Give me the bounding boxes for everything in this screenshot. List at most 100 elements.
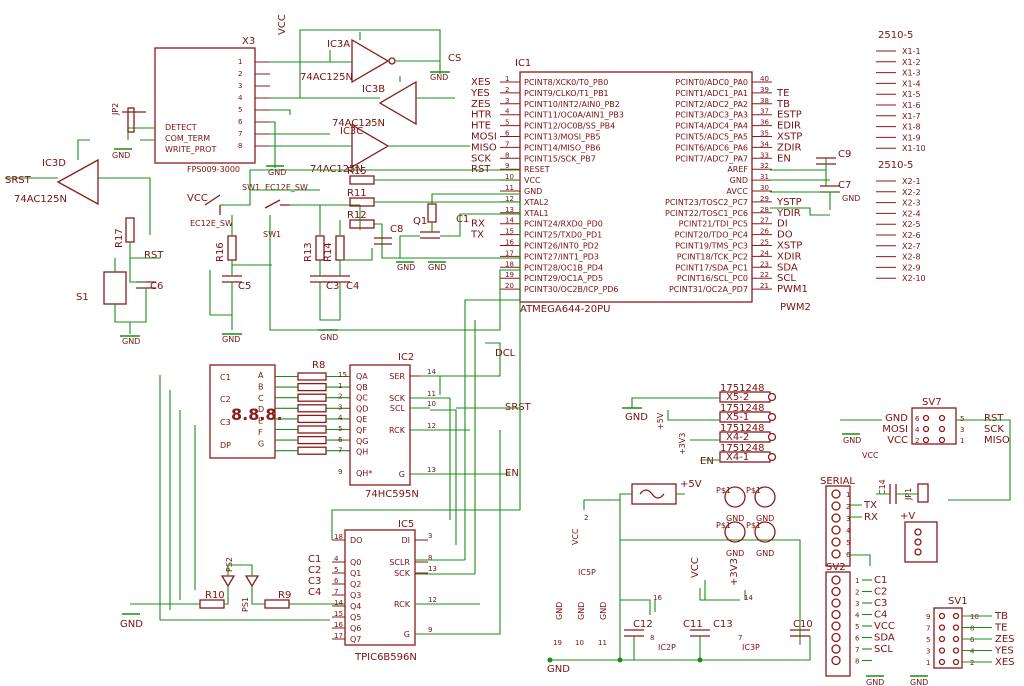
vcc-ic2p: VCC	[690, 557, 701, 578]
ic5p-name: IC5P	[578, 568, 596, 577]
ic1-pin-num-9: 9	[505, 162, 509, 170]
ic1-rpin-sig-10: AVCC	[726, 187, 748, 196]
serial-pin-0: 1	[846, 491, 850, 499]
sv1-lpin-0: 9	[926, 613, 930, 621]
supply-pin-3: 2	[584, 514, 588, 522]
hdr-pin-0: X5-2	[726, 392, 749, 403]
ic1-rnet-2: TB	[776, 99, 790, 110]
ic1-part: ATMEGA644-20PU	[520, 304, 610, 315]
ic1-pin-sig-13: XTAL1	[524, 209, 549, 218]
sv2-net-0: C1	[874, 575, 887, 586]
ic5-lpin-num-6: 15	[334, 610, 343, 618]
ic1-pin-num-16: 16	[505, 239, 514, 247]
ic5-lpin-sig-6: Q5	[350, 613, 361, 622]
sv1-lpin-3: 3	[926, 648, 930, 656]
ic1-pin-sig-2: PCINT9/CLKO/T1_PB1	[524, 89, 609, 98]
ic2-lpin-num-3: 3	[338, 403, 342, 411]
gnd-c1: GND	[428, 263, 446, 272]
sv7-hole-r-1	[938, 425, 946, 433]
ic2-name: IC2	[398, 352, 414, 363]
sv1-hole-l-4	[938, 658, 946, 666]
ic1-pin-sig-15: PCINT25/TXD0_PD1	[524, 231, 602, 240]
sv1-rpin-0: 10	[970, 613, 979, 621]
ic1-rnet-12: YDIR	[776, 208, 801, 219]
ic1-pin-sig-19: PCINT29/OC1A_PD5	[524, 274, 603, 283]
sv1-hole-r-0	[952, 612, 960, 620]
c4-name: C4	[346, 281, 359, 292]
ic1-pin-sig-11: GND	[524, 187, 542, 196]
sv1-net-1: TE	[994, 623, 1007, 634]
sv7-gnd: GND	[843, 436, 861, 445]
ic1-pin-sig-18: PCINT28/OC1B_PD4	[524, 263, 603, 272]
x3-pin-3: 3	[238, 82, 242, 90]
ic5-lpin-sig-7: Q6	[350, 624, 361, 633]
sv1-hole-r-3	[952, 647, 960, 654]
capacitor-c1: C1	[420, 214, 469, 239]
pwr-5v: +5V	[680, 479, 702, 490]
sv1-hole-l-3	[938, 647, 946, 654]
ic1-pin-sig-14: PCINT24/RXD0_PD0	[524, 220, 603, 229]
ic2-lpin-sig-4: QE	[356, 415, 367, 424]
ic2-lpin-num-5: 5	[338, 425, 342, 433]
ic2-lpin-sig-2: QC	[356, 394, 368, 403]
ic1-rnet-14: DO	[777, 230, 793, 241]
supply-pin-2: 11	[598, 639, 607, 647]
ic1-pin-sig-6: PCINT13/MOSI_PB5	[524, 133, 601, 142]
ic1-pin-num-20: 20	[505, 282, 514, 290]
ic2-rpin-sig-4: G	[399, 470, 405, 479]
sv1-lpin-1: 7	[926, 625, 930, 633]
ic5-net-C4: C4	[308, 587, 321, 598]
ic2-rpin-sig-2: SCL	[390, 404, 406, 413]
net-en: EN	[505, 468, 519, 479]
ic1-rpin-num-13: 27	[760, 217, 769, 225]
ic1-rpin-sig-6: PCINT6/ADC6_PA6	[675, 143, 748, 152]
ic1-rnet-6: ZDIR	[777, 142, 802, 153]
r8-element-0	[297, 372, 327, 381]
r8-element-3	[297, 404, 327, 413]
ic1-pin-sig-10: VCC	[524, 176, 541, 185]
supply-pin-4: 8	[650, 634, 654, 642]
x1-pins-label-3: X1-4	[902, 79, 921, 88]
c12-name: C12	[633, 619, 653, 630]
ic1-net-8: SCK	[471, 153, 491, 164]
x2-pins-label-2: X2-3	[902, 199, 921, 208]
ic2-lpin-sig-1: QB	[356, 383, 368, 392]
x1-pins-label-7: X1-8	[902, 123, 921, 132]
ic1-rnet-18: SCL	[777, 273, 796, 284]
ic1-rpin-sig-19: PCINT31/OC2A_PD7	[669, 285, 748, 294]
x3-sig-wp: WRITE_PROT	[165, 145, 216, 154]
pad-gnd-4: GND	[756, 549, 774, 558]
sv1-hole-r-1	[952, 624, 960, 631]
sv2-net-5: SDA	[874, 633, 895, 644]
x3-pin-8: 8	[238, 142, 242, 150]
ic1-pin-num-14: 14	[505, 217, 514, 225]
ic1-net-2: YES	[470, 88, 490, 99]
ic1-pin-num-5: 5	[505, 119, 509, 127]
c8-name: C8	[390, 224, 403, 235]
ic1-rnet-15: XSTP	[777, 241, 802, 252]
r9-name: R9	[278, 590, 291, 601]
sv2-gnd: GND	[866, 678, 884, 686]
sv1-name: SV1	[948, 596, 968, 607]
net-rst: RST	[144, 250, 164, 261]
ps1-name: PS1	[241, 597, 250, 612]
r8-element-4	[297, 414, 327, 424]
ic2-rpin-num-0: 14	[427, 368, 436, 376]
ic2-lpin-sig-7: QH	[356, 448, 368, 457]
sv7-vcc: VCC	[862, 451, 879, 460]
supply-pin-0: 19	[553, 639, 562, 647]
ic1-rpin-num-3: 37	[760, 108, 769, 116]
ic5-lpin-num-0: 18	[334, 533, 343, 541]
sv1-lpin-2: 5	[926, 636, 930, 644]
ic2-lpin-num-4: 4	[338, 414, 343, 422]
c1-name: C1	[456, 214, 469, 225]
resistor-r13: R13	[303, 235, 325, 262]
ic5-rpin-num-2: 13	[428, 565, 437, 573]
x1-pins-label-1: X1-2	[902, 58, 921, 67]
x3-sig-detect: DETECT	[165, 123, 197, 132]
ic3c-name: IC3C	[340, 126, 363, 137]
c14-name: C14	[878, 479, 887, 495]
